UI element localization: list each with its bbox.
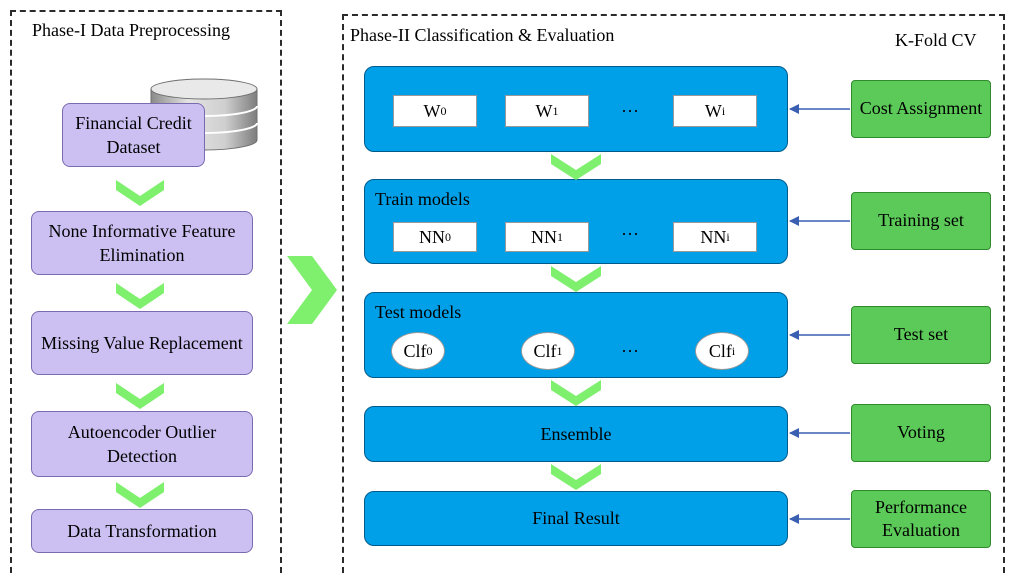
input-performance-evaluation: Performance Evaluation — [851, 490, 991, 548]
train-models-label: Train models — [375, 189, 470, 209]
down-chevron-icon — [116, 180, 164, 206]
ellipsis: ··· — [621, 341, 639, 361]
down-chevron-icon — [116, 482, 164, 508]
input-test-set: Test set — [851, 306, 991, 364]
step-feature-elimination: None Informative Feature Elimination — [31, 211, 253, 275]
ellipsis: ··· — [621, 101, 639, 121]
input-voting: Voting — [851, 404, 991, 462]
step-outlier-detection: Autoencoder Outlier Detection — [31, 411, 253, 477]
down-chevron-icon — [551, 464, 601, 490]
test-models-label: Test models — [375, 302, 462, 322]
final-result-box: Final Result — [364, 491, 788, 546]
ensemble-box: Ensemble — [364, 406, 788, 462]
phase2-panel — [342, 14, 1005, 573]
down-chevron-icon — [116, 283, 164, 309]
input-training-set: Training set — [851, 192, 991, 250]
input-cost-assignment: Cost Assignment — [851, 80, 991, 138]
down-chevron-icon — [551, 154, 601, 180]
down-chevron-icon — [551, 380, 601, 406]
ellipsis: ··· — [621, 224, 639, 244]
phase2-title: Phase-II Classification & Evaluation — [350, 25, 615, 45]
ensemble-label: Ensemble — [540, 423, 612, 444]
kfold-label: K-Fold CV — [895, 30, 977, 50]
phase1-title: Phase-I Data Preprocessing — [32, 20, 230, 40]
phase1-panel — [10, 10, 282, 573]
step-missing-value-replacement: Missing Value Replacement — [31, 311, 253, 375]
step-financial-credit-dataset: Financial Credit Dataset — [62, 103, 205, 167]
down-chevron-icon — [551, 266, 601, 292]
right-chevron-icon — [287, 256, 337, 324]
final-result-label: Final Result — [532, 508, 620, 528]
step-data-transformation: Data Transformation — [31, 509, 253, 553]
down-chevron-icon — [116, 383, 164, 409]
